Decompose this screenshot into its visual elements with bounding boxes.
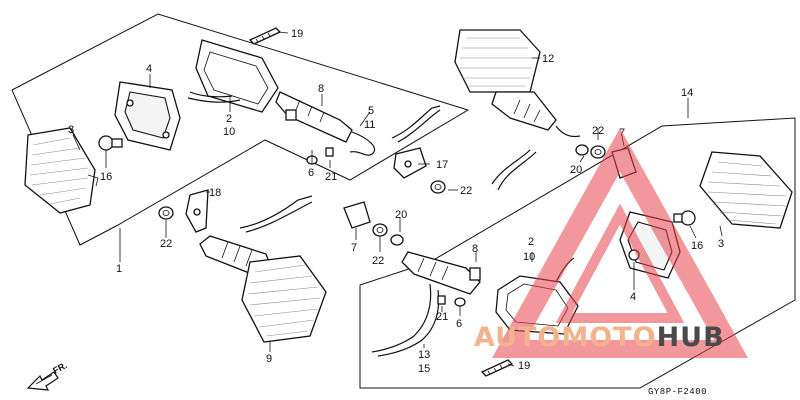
callout-19-bottom: 19: [518, 360, 530, 372]
wire-upper-right: [491, 149, 537, 191]
callout-18: 18: [209, 187, 221, 199]
bulb-upper-left: [98, 135, 123, 151]
watermark-brand-part-b: HUB: [657, 322, 725, 353]
watermark-brand-text: AUTOMOTOHUB: [474, 322, 725, 353]
bracket-18: [185, 189, 209, 233]
base-upper-left: [187, 39, 279, 113]
nut-22-right: [590, 145, 606, 159]
callout-8-lower: 8: [472, 243, 478, 255]
callout-3-left: 3: [68, 124, 74, 136]
callout-22-mid: 22: [460, 185, 472, 197]
washer-20-right: [575, 144, 589, 156]
front-arrow-icon: [26, 371, 59, 391]
callout-2-lower: 2: [528, 236, 534, 248]
callout-5: 5: [368, 105, 374, 117]
callout-3-right: 3: [718, 238, 724, 250]
stem-lower-right: [401, 251, 481, 295]
callout-10-lower: 10: [523, 251, 535, 263]
housing-upper-left: [114, 81, 181, 151]
winker-lens-upper-right: [454, 29, 541, 93]
callout-12: 12: [542, 53, 554, 65]
watermark: [492, 128, 748, 358]
nut-22-left: [158, 206, 174, 220]
callout-22-lower: 22: [372, 255, 384, 267]
wire-upper-left: [391, 105, 441, 143]
callout-19-top: 19: [291, 28, 303, 40]
nut-22-lower: [372, 223, 388, 237]
callout-22-left: 22: [160, 238, 172, 250]
winker-lens-upper-left: [24, 127, 99, 214]
bulb-right: [673, 210, 696, 226]
stem-upper-left: [275, 91, 376, 156]
winker-lens-lower-left: [241, 255, 327, 343]
callout-15: 15: [418, 363, 430, 375]
screw-19-bottom: [480, 359, 514, 377]
callout-20-left: 20: [395, 209, 407, 221]
watermark-inner-triangle-icon: [555, 203, 685, 323]
screw-19-top: [248, 27, 282, 45]
nut-22-mid: [430, 180, 446, 194]
washer-20-left: [390, 234, 404, 246]
callout-21-lower: 21: [436, 311, 448, 323]
callout-22-right: 22: [592, 125, 604, 137]
callout-20-right: 20: [570, 164, 582, 176]
callout-4-right: 4: [630, 291, 636, 303]
callout-16-left: 16: [100, 171, 112, 183]
nut-21-lower: [437, 295, 446, 305]
diagram-code: GY8P-F2400: [648, 387, 707, 397]
stem-upper-right: [491, 91, 581, 138]
callout-6-upper: 6: [308, 167, 314, 179]
front-direction-indicator: FR.: [26, 360, 69, 391]
callout-labels: 19 4 2 10 8 5 11 3 16 6 21 12 17 22 22 7…: [68, 28, 724, 375]
winker-lens-right: [699, 151, 793, 229]
callout-17: 17: [436, 159, 448, 171]
nut-21-upper: [325, 147, 334, 157]
collar-7-left: [343, 201, 371, 229]
frame-front-right: [359, 117, 796, 389]
callout-2-upper: 2: [226, 113, 232, 125]
callout-16-right: 16: [691, 240, 703, 252]
wire-lower-right: [371, 283, 440, 357]
watermark-brand-part-a: AUTOMOTO: [474, 322, 657, 353]
callout-21-upper: 21: [325, 171, 337, 183]
callout-1: 1: [116, 263, 122, 275]
front-label: FR.: [51, 360, 68, 376]
callout-9: 9: [266, 353, 272, 365]
callout-4-upper: 4: [146, 63, 152, 75]
callout-10-upper: 10: [223, 126, 235, 138]
bracket-17: [393, 147, 427, 179]
callout-14: 14: [681, 87, 693, 99]
callout-7-left: 7: [351, 242, 357, 254]
callout-8-upper: 8: [318, 83, 324, 95]
washer-6-lower: [454, 297, 466, 307]
watermark-warning-triangle-icon: [492, 128, 748, 358]
callout-13: 13: [418, 349, 430, 361]
callout-11: 11: [364, 119, 375, 131]
callout-6-lower: 6: [456, 318, 462, 330]
